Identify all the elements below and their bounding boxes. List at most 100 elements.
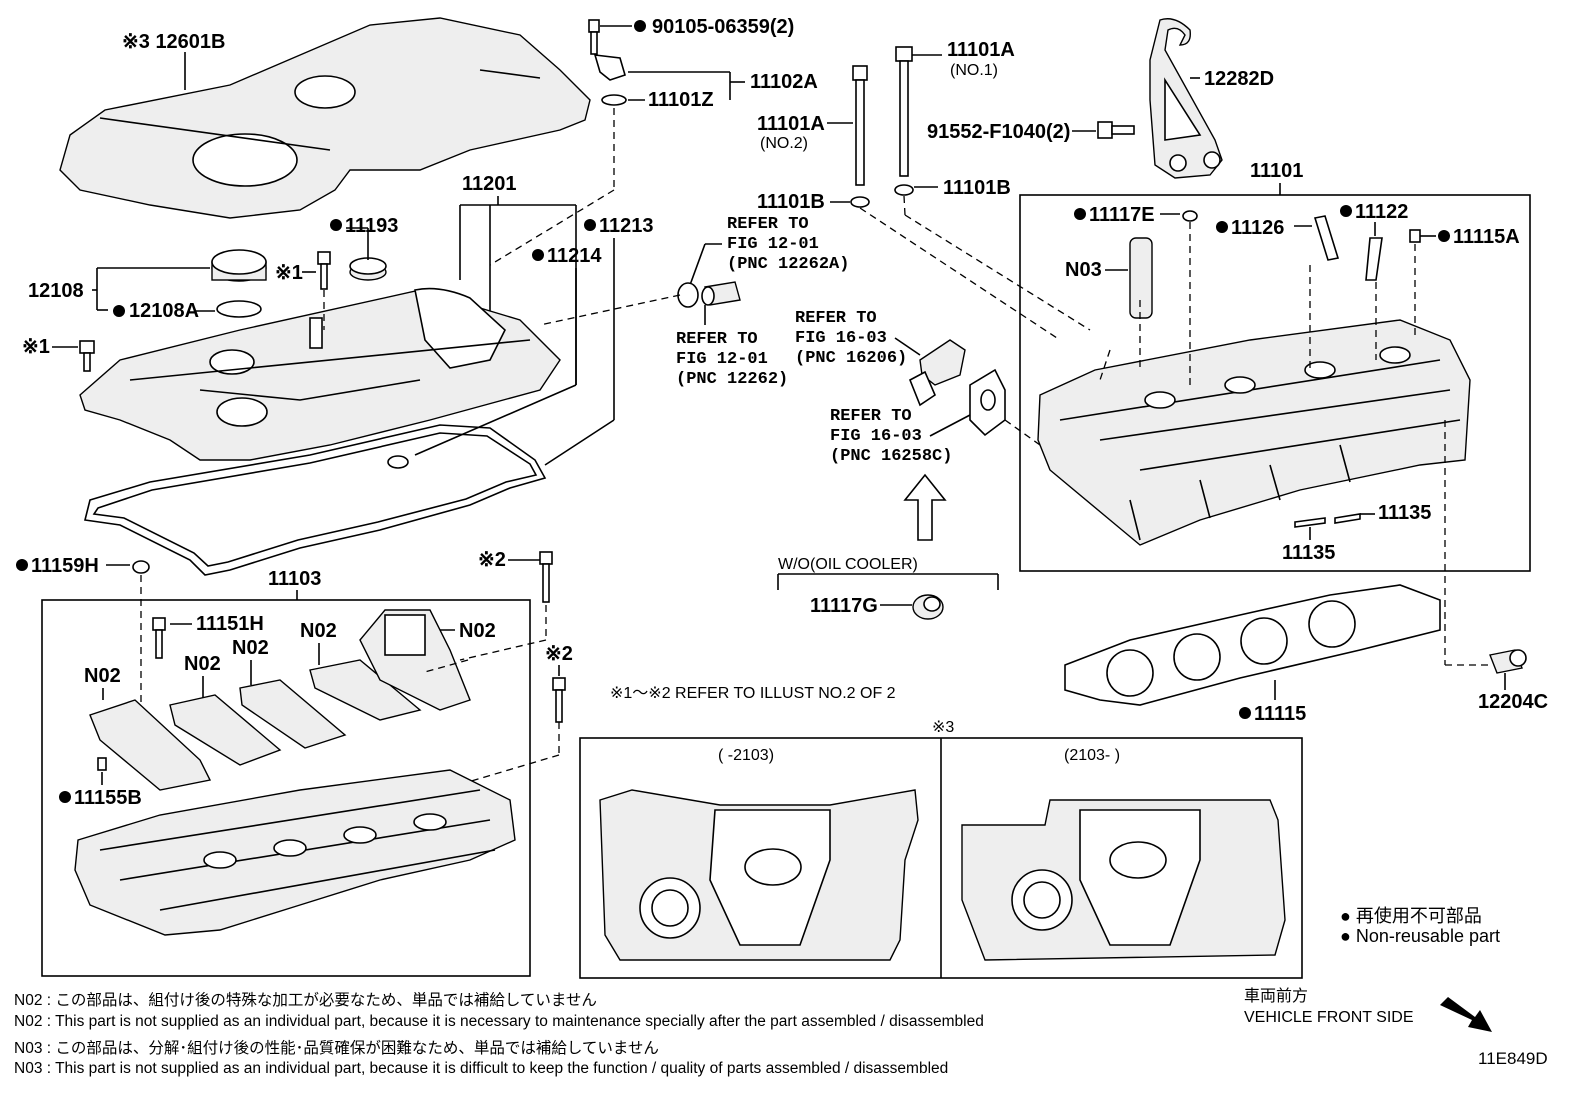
footnote-n02-en: N02 : This part is not supplied as an in… — [14, 1013, 984, 1030]
ref2-line3: (PNC 12262) — [676, 370, 788, 389]
label-N03: N03 — [1065, 259, 1102, 281]
label-mark2-right: ※2 — [545, 643, 573, 665]
footnote-n02-jp: N02 : この部品は、組付け後の特殊な加工が必要なため、単品では補給していませ… — [14, 992, 597, 1009]
ref3-line3: (PNC 16206) — [795, 349, 907, 368]
label-12601B: ※3 12601B — [122, 31, 226, 53]
label-11101B-right: 11101B — [943, 177, 1011, 199]
non-reusable-dot-icon — [16, 559, 28, 571]
label-range-right: (2103- ) — [1064, 747, 1120, 764]
ref4-line3: (PNC 16258C) — [830, 447, 952, 466]
pin-11135-icon — [1294, 517, 1326, 528]
legend-jp-text: 再使用不可部品 — [1355, 906, 1482, 926]
label-12282D: 12282D — [1204, 68, 1274, 90]
camshaft-housing-group-box — [41, 599, 531, 977]
diagram-id: 11E849D — [1478, 1049, 1548, 1068]
non-reusable-dot-icon — [1074, 208, 1086, 220]
label-N02-3: N02 — [232, 637, 269, 659]
cylinder-head-group-box — [1019, 194, 1531, 572]
engine-cover-illustration — [59, 17, 591, 219]
label-11101A-no1: 11101A — [947, 39, 1015, 61]
guide-11122-icon — [1365, 237, 1383, 281]
arrow-up-icon — [903, 473, 947, 541]
label-12108A: 12108A — [129, 300, 199, 322]
gasket-12108A-icon — [216, 300, 262, 318]
hose-clamp-icon — [677, 281, 741, 308]
label-12204C: 12204C — [1478, 691, 1548, 713]
non-reusable-dot-icon — [532, 249, 544, 261]
ref4-line1: REFER TO — [830, 407, 912, 426]
label-illust-ref: ※1～※2 REFER TO ILLUST NO.2 OF 2 — [610, 685, 896, 702]
pin-11135-icon — [1334, 513, 1361, 524]
label-11159H: 11159H — [31, 555, 99, 577]
cylinder-head-11101-illustration — [1037, 319, 1471, 546]
plug-12204C-icon — [1489, 649, 1527, 674]
label-11115: 11115 — [1254, 703, 1306, 725]
label-11101A-no2: 11101A — [757, 113, 825, 135]
bolt-11151H-icon — [152, 617, 166, 659]
non-reusable-dot-icon — [330, 219, 342, 231]
label-11101: 11101 — [1250, 160, 1303, 182]
label-N02-1: N02 — [84, 665, 121, 687]
label-11117G: 11117G — [810, 595, 878, 617]
grommet-11214-icon — [387, 455, 409, 469]
label-11101B-left: 11101B — [757, 191, 825, 213]
bolt-91552-icon — [1097, 121, 1135, 139]
bolt-mark2-icon — [539, 551, 553, 603]
bushing-N03-icon — [1129, 237, 1153, 319]
ref3-line1: REFER TO — [795, 309, 877, 328]
washer-11101B-icon — [894, 184, 914, 196]
ref1-line3: (PNC 12262A) — [727, 255, 849, 274]
bolt-11101A-no1-icon — [895, 46, 913, 177]
label-front-en: VEHICLE FRONT SIDE — [1244, 1009, 1414, 1026]
label-91552-F1040: 91552-F1040(2) — [927, 121, 1070, 143]
ref1-line2: FIG 12-01 — [727, 235, 819, 254]
label-11102A: 11102A — [750, 71, 818, 93]
pin-11115A-icon — [1409, 229, 1421, 243]
label-11126: 11126 — [1231, 217, 1284, 239]
front-direction-arrow-icon — [1440, 997, 1492, 1032]
bolt-mark1-left-icon — [79, 340, 95, 372]
label-mark1-top: ※1 — [275, 262, 303, 284]
label-11122: 11122 — [1355, 201, 1408, 223]
label-11201: 11201 — [462, 173, 517, 195]
cylinder-head-cover-11201-illustration — [79, 287, 561, 461]
label-N02-4: N02 — [300, 620, 337, 642]
label-11214: 11214 — [547, 245, 602, 267]
label-wo-oil-cooler: W/O(OIL COOLER) — [778, 556, 918, 573]
plug-11159H-icon — [132, 560, 150, 574]
footnote-n03-jp: N03 : この部品は、分解･組付け後の性能･品質確保が困難なため、単品では補給… — [14, 1040, 659, 1057]
head-gasket-11115-illustration — [1064, 584, 1441, 706]
label-11193: 11193 — [345, 215, 398, 237]
label-N02-5: N02 — [459, 620, 496, 642]
label-11101A-no2-sub: (NO.2) — [760, 135, 808, 152]
legend-en-text: Non-reusable part — [1355, 926, 1500, 946]
engine-hanger-12282D-icon — [1149, 18, 1223, 179]
ref2-line2: FIG 12-01 — [676, 350, 768, 369]
ref4-line2: FIG 16-03 — [830, 427, 922, 446]
non-reusable-dot-icon: ● — [1340, 906, 1351, 926]
non-reusable-dot-icon — [584, 219, 596, 231]
plug-11117E-icon — [1182, 210, 1198, 222]
footnote-n03-en: N03 : This part is not supplied as an in… — [14, 1060, 949, 1077]
oil-filler-cap-12108-icon — [211, 249, 267, 282]
label-mark3: ※3 — [932, 719, 954, 736]
label-range-left: ( -2103) — [718, 747, 774, 764]
label-90105-06359: 90105-06359(2) — [652, 16, 794, 38]
ref2-line1: REFER TO — [676, 330, 758, 349]
cover-gasket-11213-illustration — [84, 424, 547, 576]
legend-jp: ● 再使用不可部品 — [1340, 902, 1482, 928]
bearing-caps-N02-illustration — [89, 609, 471, 791]
label-11101Z: 11101Z — [648, 89, 714, 111]
label-mark2-top: ※2 — [478, 549, 506, 571]
legend-en: ● Non-reusable part — [1340, 926, 1500, 947]
non-reusable-dot-icon — [113, 305, 125, 317]
non-reusable-dot-icon — [1438, 230, 1450, 242]
engine-cover-variant-before-2103 — [599, 789, 919, 961]
bolt-mark2-lower-icon — [552, 677, 566, 723]
pipe-11126-icon — [1313, 215, 1340, 261]
non-reusable-dot-icon — [634, 20, 646, 32]
camshaft-housing-11103-illustration — [74, 769, 516, 936]
gasket-16258C-icon — [969, 368, 1006, 437]
label-12108: 12108 — [28, 280, 84, 302]
